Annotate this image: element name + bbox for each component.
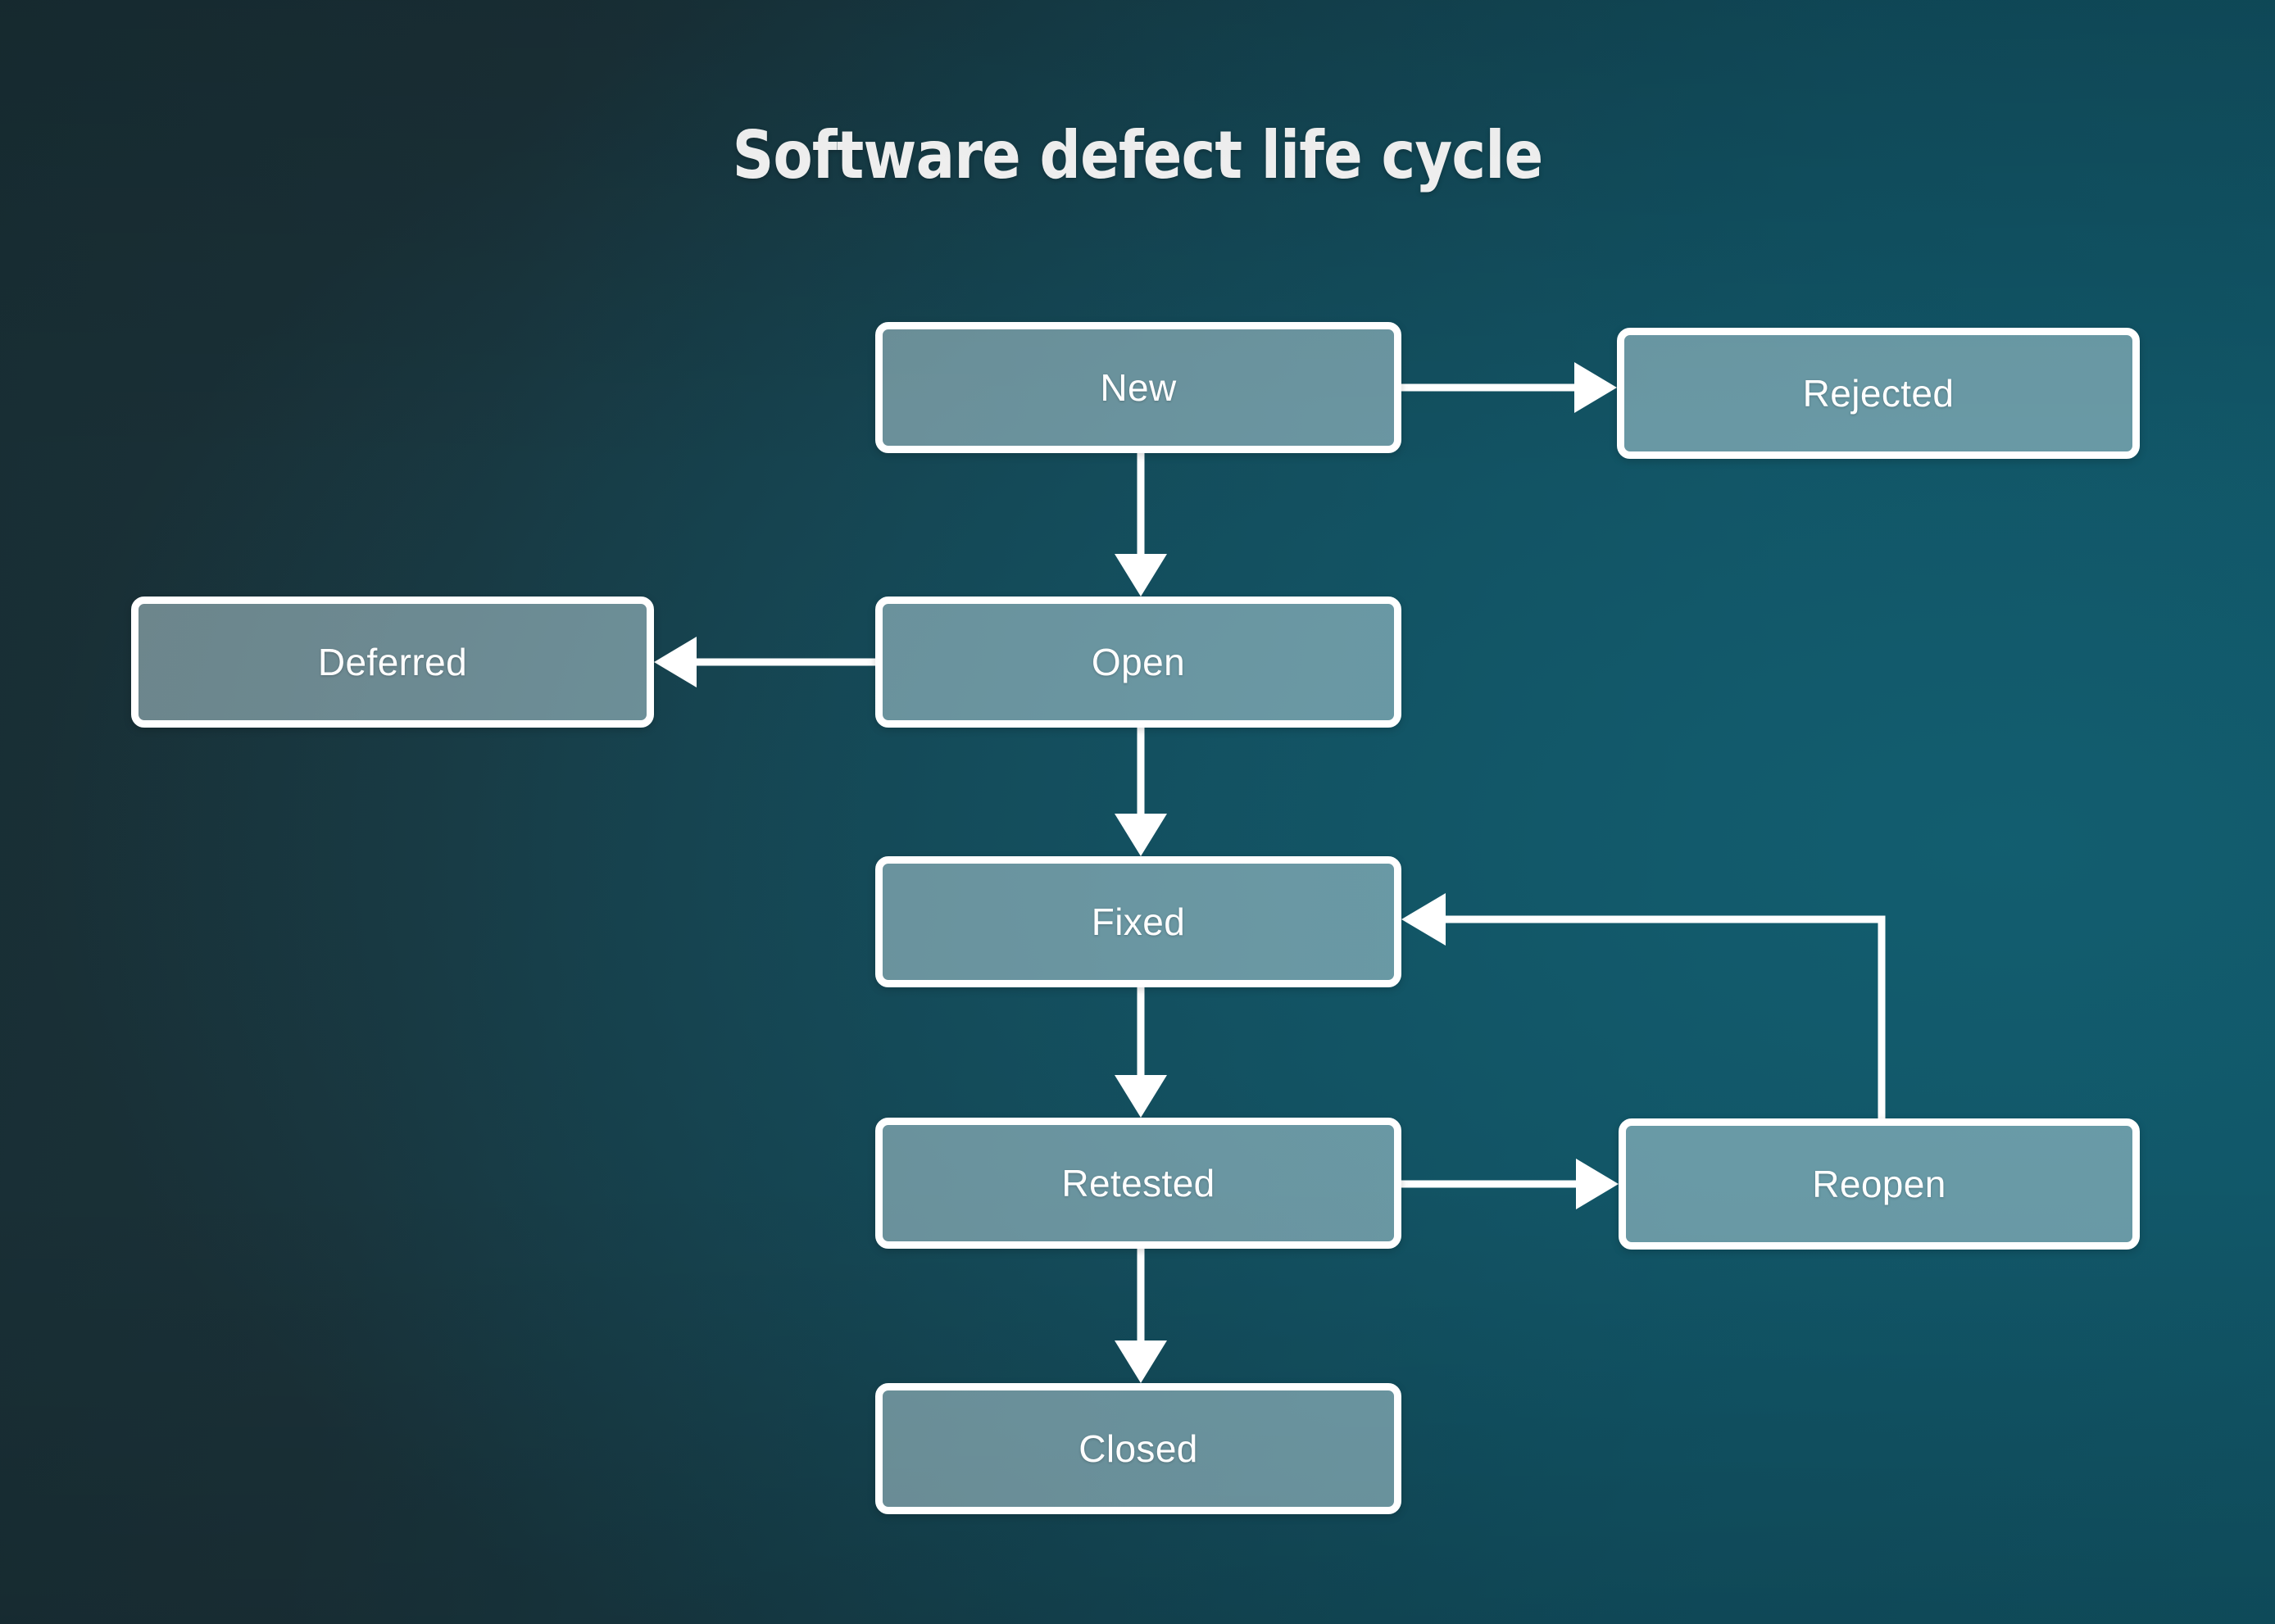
node-reopen[interactable]: Reopen	[1619, 1118, 2140, 1250]
node-open[interactable]: Open	[875, 597, 1401, 728]
edge-retested-to-closed	[1115, 1249, 1167, 1383]
node-label-rejected: Rejected	[1802, 372, 1955, 415]
node-new[interactable]: New	[875, 322, 1401, 453]
node-label-closed: Closed	[1078, 1427, 1198, 1470]
edge-new-to-open	[1115, 453, 1167, 597]
edge-fixed-to-retested	[1115, 987, 1167, 1118]
edge-new-to-rejected	[1401, 362, 1617, 413]
node-label-new: New	[1100, 366, 1177, 409]
node-rejected[interactable]: Rejected	[1617, 328, 2140, 459]
page-title: Software defect life cycle	[732, 117, 1544, 193]
node-fixed[interactable]: Fixed	[875, 856, 1401, 987]
node-label-retested: Retested	[1061, 1162, 1215, 1204]
node-deferred[interactable]: Deferred	[131, 597, 654, 728]
node-retested[interactable]: Retested	[875, 1118, 1401, 1249]
node-label-deferred: Deferred	[317, 641, 468, 683]
node-label-fixed: Fixed	[1091, 900, 1186, 943]
edge-retested-to-reopen	[1401, 1159, 1619, 1209]
node-label-reopen: Reopen	[1812, 1163, 1946, 1205]
edge-open-to-fixed	[1115, 728, 1167, 856]
edge-reopen-to-fixed	[1401, 893, 1886, 1118]
node-label-open: Open	[1091, 641, 1186, 683]
node-closed[interactable]: Closed	[875, 1383, 1401, 1514]
edge-open-to-deferred	[654, 637, 875, 687]
